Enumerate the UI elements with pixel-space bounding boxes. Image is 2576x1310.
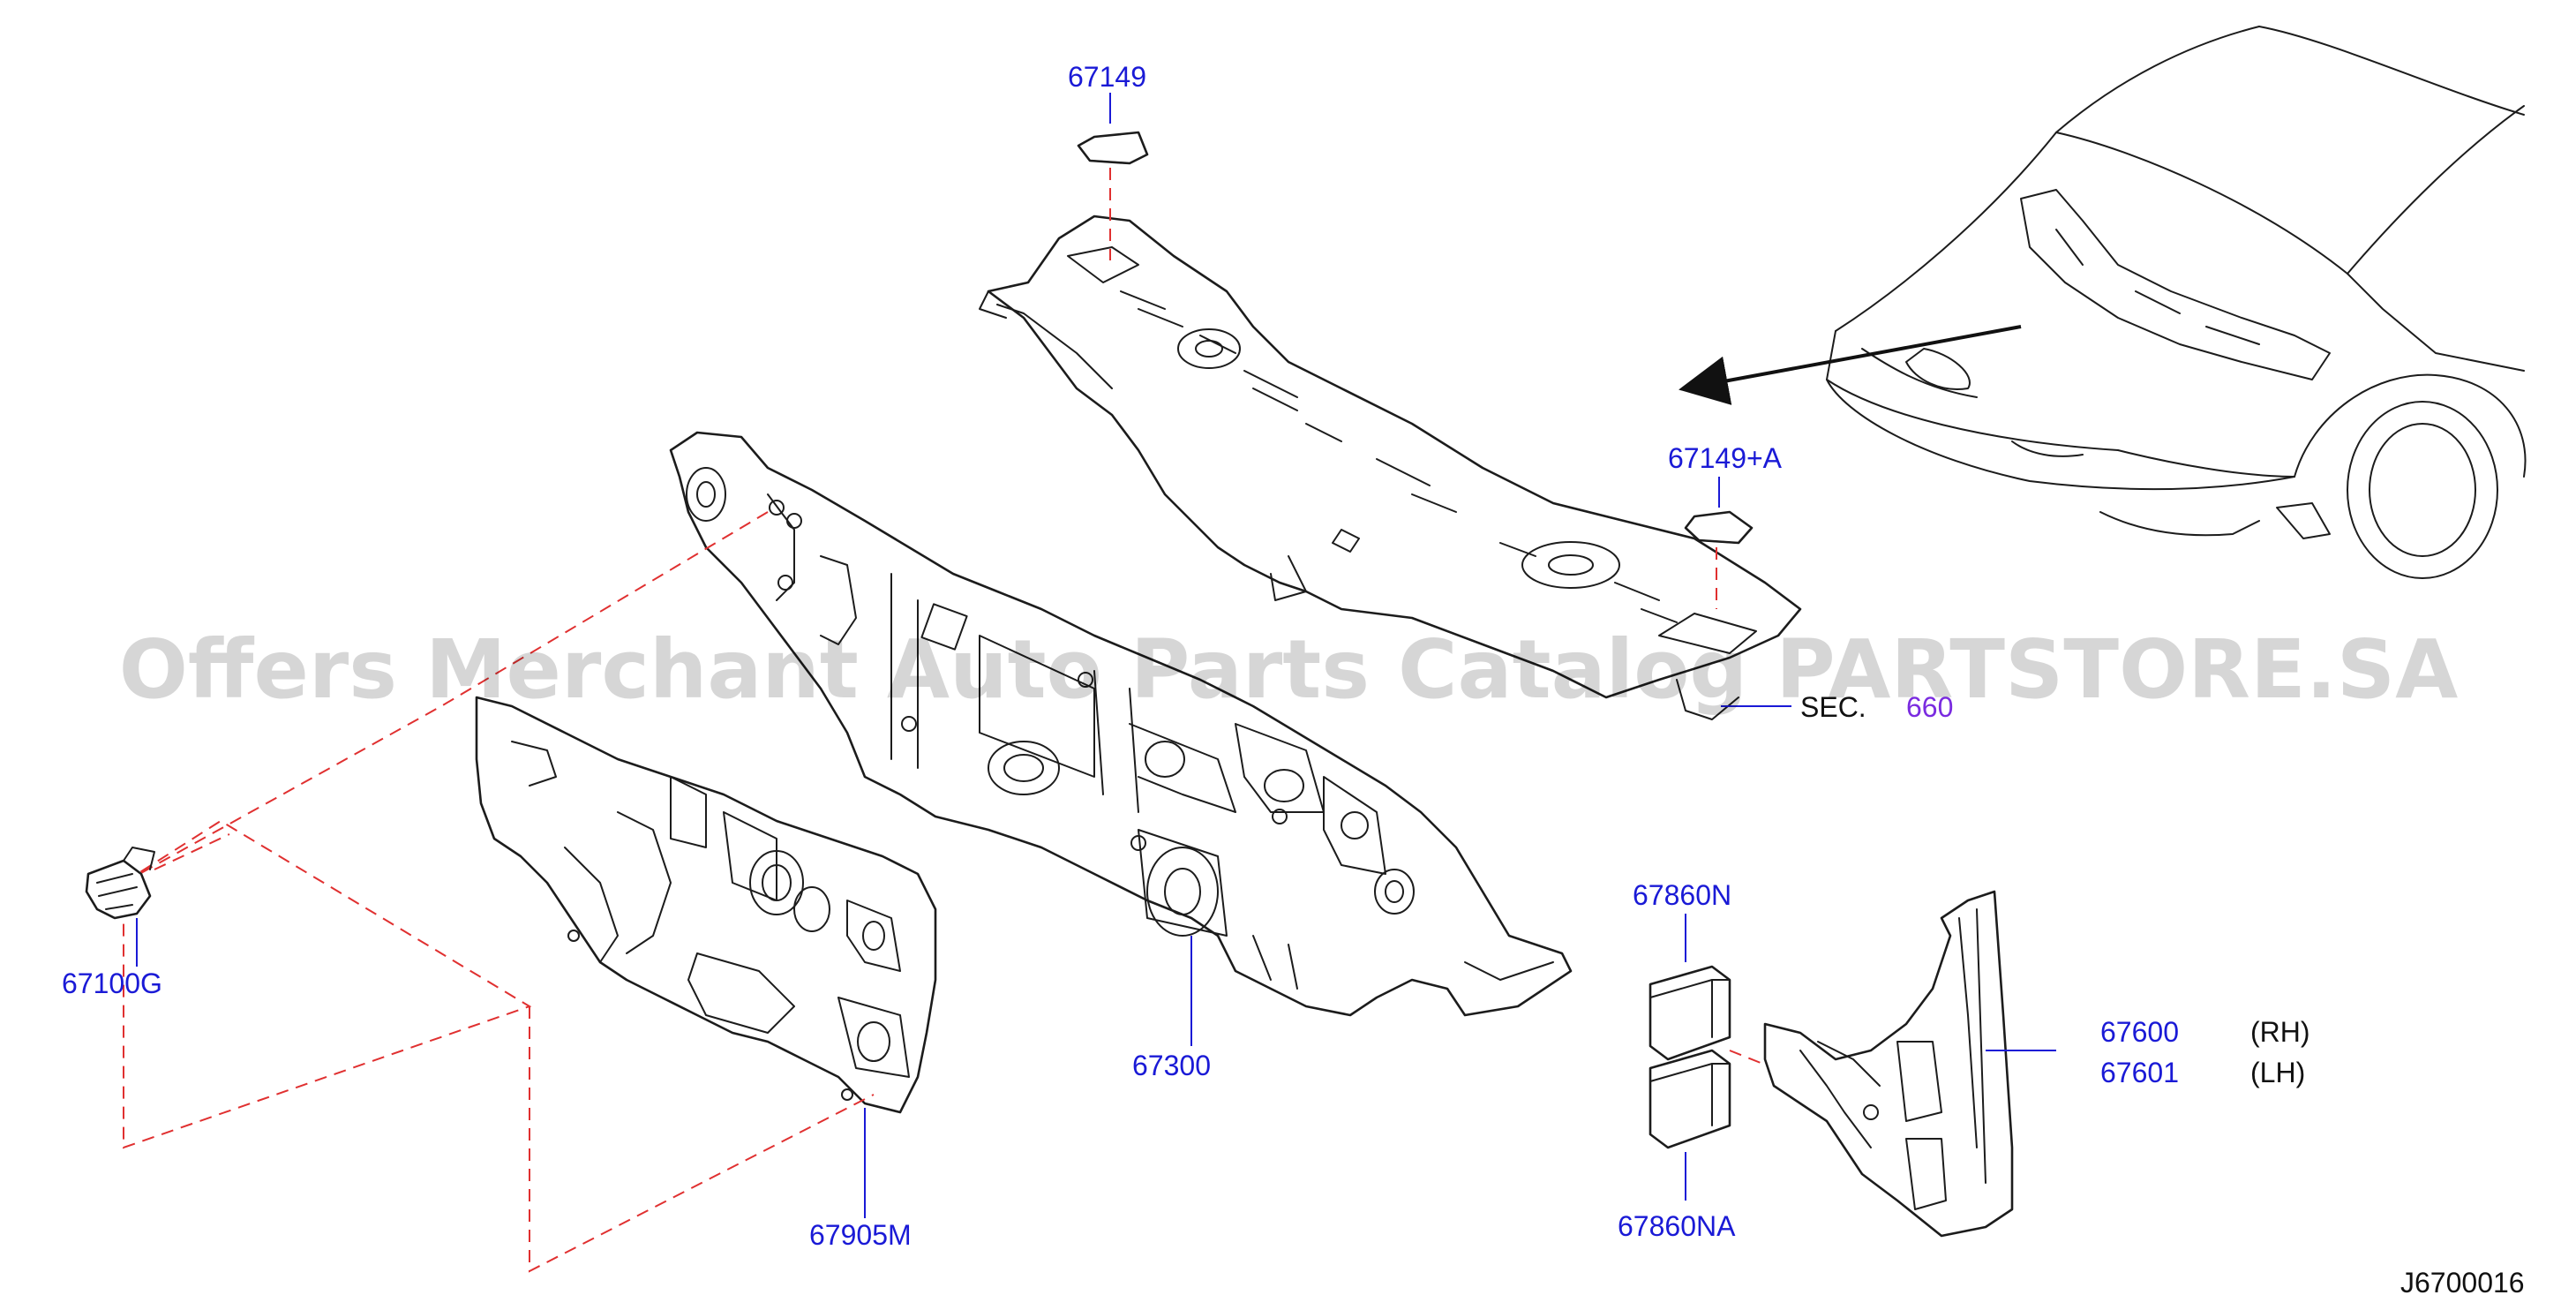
label-67100g[interactable]: 67100G bbox=[62, 967, 162, 999]
watermark: Offers Merchant Auto Parts Catalog PARTS… bbox=[119, 622, 2459, 717]
cowl-seal-a-part bbox=[1684, 510, 1754, 545]
dash-insulator bbox=[475, 696, 937, 1114]
label-67149[interactable]: 67149 bbox=[1068, 61, 1146, 93]
section-reference[interactable]: SEC. 660 bbox=[1800, 691, 1953, 723]
cowl-seal-part bbox=[1077, 131, 1149, 165]
label-lh: (LH) bbox=[2250, 1057, 2305, 1088]
label-67860na[interactable]: 67860NA bbox=[1618, 1210, 1736, 1242]
section-number[interactable]: 660 bbox=[1906, 691, 1953, 723]
clip-icon bbox=[85, 847, 155, 920]
label-67300[interactable]: 67300 bbox=[1132, 1050, 1211, 1081]
cowl-top-panel bbox=[979, 215, 1802, 720]
direction-arrow-icon bbox=[1679, 325, 2022, 405]
label-67860n[interactable]: 67860N bbox=[1633, 879, 1731, 911]
diagram-code: J6700016 bbox=[2400, 1267, 2525, 1299]
dash-panel bbox=[669, 431, 1573, 1017]
pad-na-part bbox=[1648, 1049, 1731, 1149]
label-67905m[interactable]: 67905M bbox=[809, 1219, 912, 1251]
section-prefix: SEC. bbox=[1800, 691, 1866, 723]
label-67149-a[interactable]: 67149+A bbox=[1668, 442, 1783, 474]
label-67600[interactable]: 67600 bbox=[2100, 1016, 2179, 1048]
vehicle-locator bbox=[1679, 26, 2527, 579]
label-67601[interactable]: 67601 bbox=[2100, 1057, 2179, 1088]
side-bracket-part bbox=[1763, 890, 2014, 1238]
leader-lines bbox=[136, 93, 2056, 1218]
pad-n-part bbox=[1648, 965, 1731, 1061]
label-rh: (RH) bbox=[2250, 1016, 2310, 1048]
